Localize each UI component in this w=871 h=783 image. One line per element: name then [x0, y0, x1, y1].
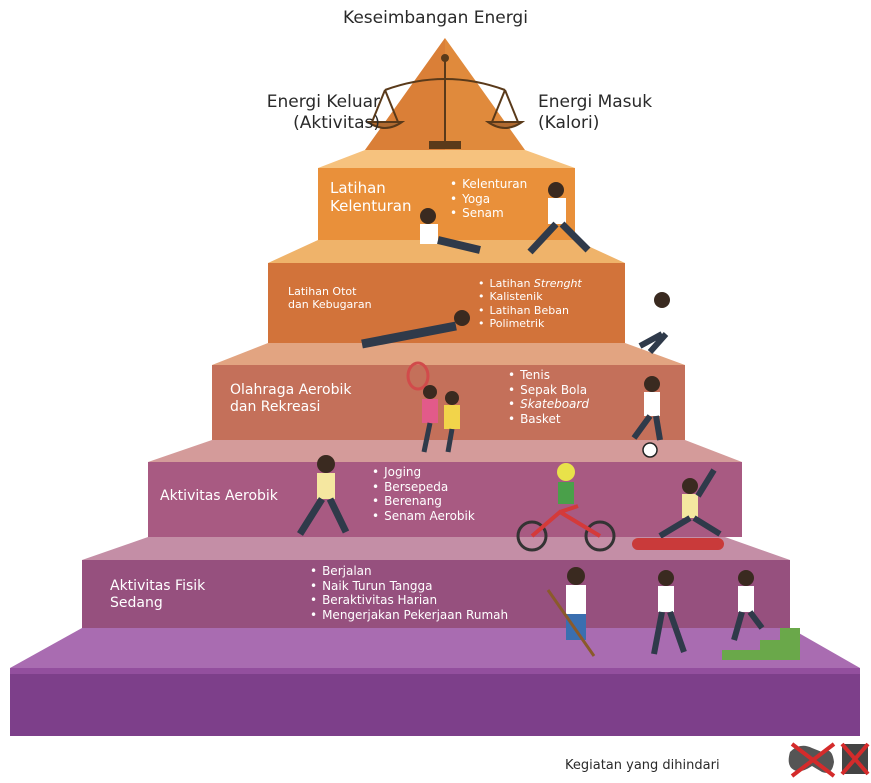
tier-2-label: Latihan Otot dan Kebugaran: [288, 285, 372, 311]
stretching-person-illustration: [420, 182, 591, 255]
energy-in-label: Energi Masuk (Kalori): [538, 92, 688, 135]
tier-5-label: Aktivitas Fisik Sedang: [110, 578, 205, 612]
energy-in-line-1: Energi Masuk: [538, 92, 653, 112]
list-item: Latihan Strenght: [478, 277, 582, 290]
game-controller-crossed-icon: [788, 742, 836, 778]
list-item: Latihan Beban: [478, 304, 582, 317]
avoid-activities-label: Kegiatan yang dihindari: [565, 758, 720, 773]
tennis-players-illustration: [406, 361, 460, 453]
stair-climber-illustration: [722, 570, 800, 660]
list-item-text: Latihan: [489, 277, 534, 290]
tier-1-activity-list: Kelenturan Yoga Senam: [450, 177, 527, 221]
balance-scale-icon: [364, 54, 526, 149]
list-item: Sepak Bola: [508, 383, 589, 398]
list-item: Basket: [508, 412, 589, 427]
jogging-person-illustration: [297, 455, 350, 536]
list-item: Polimetrik: [478, 317, 582, 330]
list-item: Bersepeda: [372, 480, 475, 495]
list-item: Kalistenik: [478, 290, 582, 303]
crossed-box-icon: [840, 742, 870, 776]
tier-1-label-line: Kelenturan: [330, 197, 412, 215]
list-item: Berjalan: [310, 564, 508, 579]
tier-4-activity-list: Joging Bersepeda Berenang Senam Aerobik: [372, 465, 475, 524]
tier-4-label: Aktivitas Aerobik: [160, 488, 278, 505]
energy-out-line-2: (Aktivitas): [293, 113, 380, 134]
tier-5-label-line: Aktivitas Fisik: [110, 578, 206, 594]
energy-in-line-2: (Kalori): [538, 113, 600, 134]
tier-3-activity-list: Tenis Sepak Bola Skateboard Basket: [508, 368, 589, 427]
walking-person-illustration: [651, 570, 687, 655]
tier-5-label-line: Sedang: [110, 594, 163, 611]
list-item: Senam: [450, 206, 527, 221]
list-item: Naik Turun Tangga: [310, 579, 508, 594]
aerobic-dancer-illustration: [632, 468, 724, 550]
list-item: Kelenturan: [450, 177, 527, 192]
tier-2-label-line: dan Kebugaran: [288, 298, 372, 312]
diagram-title: Keseimbangan Energi: [343, 8, 528, 28]
list-item: Senam Aerobik: [372, 509, 475, 524]
tier-3-label: Olahraga Aerobik dan Rekreasi: [230, 382, 351, 416]
tier-3-label-line: Olahraga Aerobik: [230, 382, 352, 398]
pyramid-base: [10, 628, 860, 736]
list-item-italic: Strenght: [533, 277, 582, 290]
list-item: Skateboard: [508, 397, 589, 412]
pushup-person-illustration: [361, 292, 670, 354]
list-item: Berenang: [372, 494, 475, 509]
soccer-player-illustration: [631, 376, 663, 458]
cyclist-illustration: [516, 463, 616, 552]
tier-3-label-line: dan Rekreasi: [230, 398, 321, 415]
tier-1-label: Latihan Kelenturan: [330, 179, 411, 215]
tier-4-label-line: Aktivitas Aerobik: [160, 488, 278, 504]
list-item: Yoga: [450, 192, 527, 207]
list-item: Beraktivitas Harian: [310, 593, 508, 608]
list-item: Joging: [372, 465, 475, 480]
tier-1-label-line: Latihan: [330, 179, 386, 197]
list-item: Mengerjakan Pekerjaan Rumah: [310, 608, 508, 623]
tier-2-label-line: Latihan Otot: [288, 285, 357, 298]
energy-out-line-1: Energi Keluar: [266, 92, 380, 112]
pyramid-tier-1: [318, 150, 575, 240]
energy-out-label: Energi Keluar (Aktivitas): [215, 92, 380, 135]
tier-2-activity-list: Latihan Strenght Kalistenik Latihan Beba…: [478, 277, 582, 331]
list-item: Tenis: [508, 368, 589, 383]
tier-5-activity-list: Berjalan Naik Turun Tangga Beraktivitas …: [310, 564, 508, 623]
sweeping-person-illustration: [546, 567, 596, 657]
